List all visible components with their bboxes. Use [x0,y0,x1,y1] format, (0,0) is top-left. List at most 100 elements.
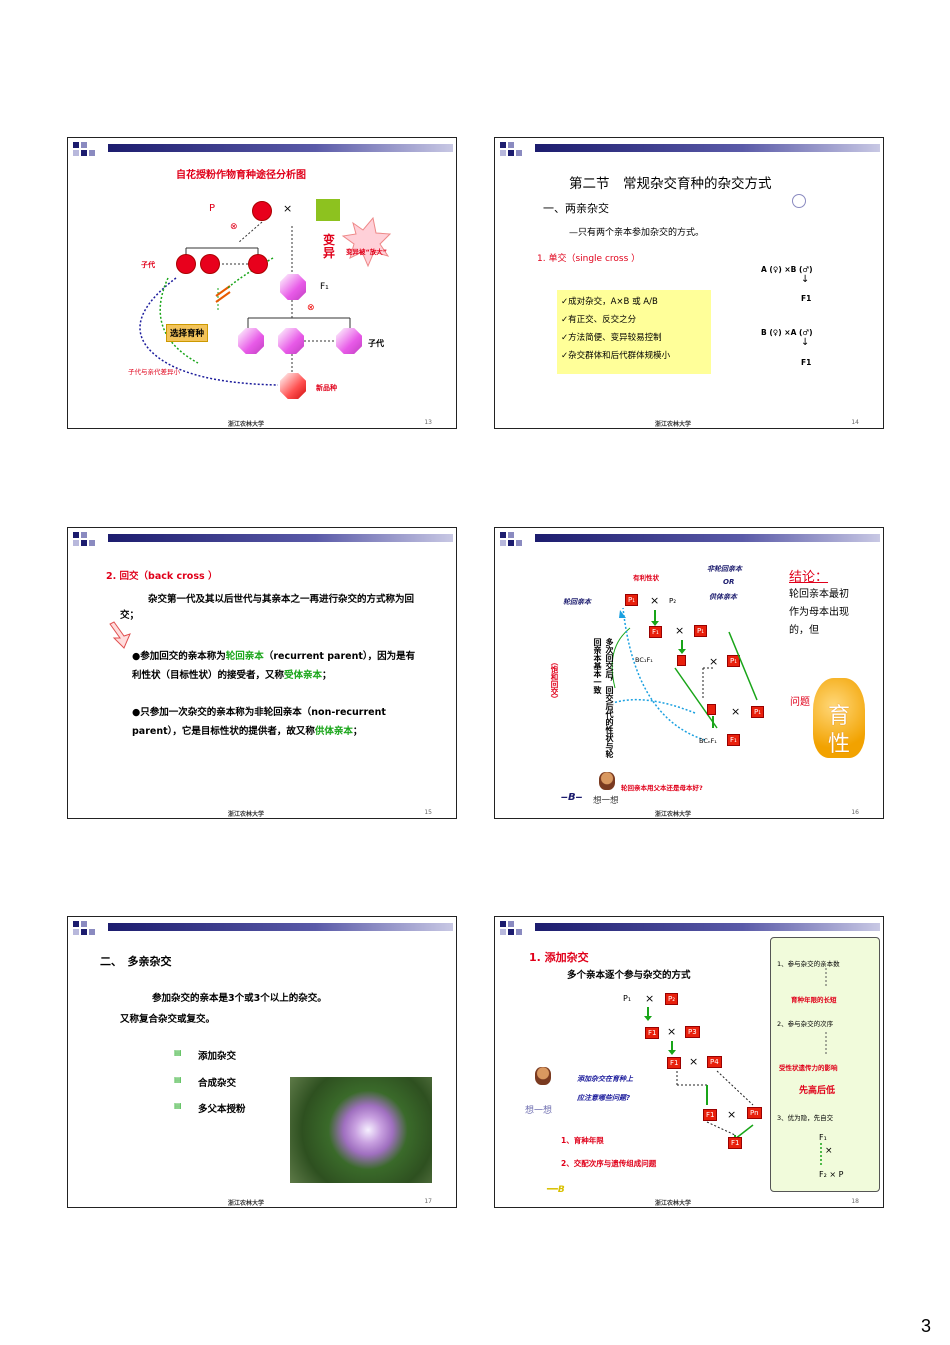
slide-header [495,138,883,162]
slide-number: 16 [851,809,859,816]
bcnf1-box: F₁ [727,734,740,746]
slide-title: 第二节 常规杂交育种的杂交方式 [569,176,772,192]
slide-14: 第二节 常规杂交育种的杂交方式 一、两亲杂交 —只有两个亲本参加杂交的方式。 1… [494,137,884,429]
big-char-2: 性 [828,732,851,757]
thinking-person-icon [599,772,615,790]
arrow-down: ↓ [801,274,810,285]
select-label: 选择育种 [166,324,209,342]
nonrec-label: 非轮回亲本 [707,565,742,573]
list-item: 合成杂交 [198,1078,237,1089]
b-logo-icon: ‒B‒ [561,792,583,803]
question-label: 问题 [790,697,810,708]
vertical-text: 多次回交后，回交后代的性状与轮回亲本基本一致 [593,638,614,758]
para-2: 又称复合杂交或复交。 [120,1014,216,1025]
bcnf1-label: BCₙF₁ [699,737,717,745]
vertical-red: （饱和回交） [550,658,559,703]
footer-university: 浙江农林大学 [228,1200,265,1207]
scroll-item-1: 1、参与杂交的亲本数 [777,960,840,968]
offspring-oct-3 [336,328,362,354]
cross-lines [676,1070,754,1140]
f1-b: F1 [801,358,812,367]
slide-number: 13 [424,419,432,426]
scroll-item-3: 2、参与杂交的次序 [777,1020,834,1028]
think-label: 想一想 [525,1106,553,1116]
single-cross: 1. 单交（single cross ） [537,254,641,264]
f1-a: F1 [801,294,812,303]
diff-small: 子代与亲代差异小 [128,368,180,376]
scroll-item-4: 受性状遗传力的影响 [779,1064,838,1072]
new-variety-icon [280,373,306,399]
slide-18: 1. 添加杂交 多个亲本逐个参与杂交的方式 P₁ × P₂ F1 × P3 F1… [494,916,884,1208]
arrow-down [651,610,659,626]
question-1: 添加杂交在育种上 [577,1075,633,1083]
list-bullet-icon: ▤ [174,1075,182,1084]
cross-symbol: × [727,1108,737,1121]
feature-item: ✓成对杂交，A×B 或 A/B [561,297,658,307]
cross-symbol: × [675,624,685,637]
slide-number: 18 [851,1198,859,1205]
question-2: 应注意哪些问题? [577,1094,631,1102]
footer-university: 浙江农林大学 [655,421,692,428]
p2-box: P₂ [665,993,679,1005]
conclusion-text: 轮回亲本最初作为母本出现的，但 [789,589,849,636]
definition: 杂交第一代及其以后世代与其亲本之一再进行杂交的方式称为回交； [120,594,415,621]
answer-2: 2、交配次序与遗传组成问题 [561,1159,657,1168]
slide-header [495,528,883,552]
f1-box: F1 [667,1057,682,1069]
bullet-recurrent: ●参加回交的亲本称为轮回亲本（recurrent parent），因为是有利性状… [132,651,416,681]
thinking-person-icon [535,1067,551,1085]
f1-box: F₁ [649,626,662,638]
parent-a [252,201,272,221]
p1-label: P₁ [623,994,632,1003]
scroll-item-5: 先高后低 [799,1086,836,1096]
feature-item: ✓有正交、反交之分 [561,315,637,325]
list-bullet-icon: ▤ [174,1101,182,1110]
f1-individual [280,274,306,300]
offspring-3 [248,254,268,274]
slide-16: 轮回亲本 有利性状 非轮回亲本 OR 供体亲本 P₁ × P₂ F₁ × P₁ … [494,527,884,819]
new-variety: 新品种 [316,384,337,392]
offspring-2 [200,254,220,274]
p-label: P [209,203,216,214]
features-box: ✓成对杂交，A×B 或 A/B ✓有正交、反交之分 ✓方法简便、变异较易控制 ✓… [557,290,711,374]
favorable-label: 有利性状 [633,574,659,582]
slide-17: 二、 多亲杂交 参加杂交的亲本是3个或3个以上的杂交。 又称复合杂交或复交。 ▤… [67,916,457,1208]
footer-university: 浙江农林大学 [655,811,692,818]
b-logo-icon: ━━B [547,1185,565,1195]
p2-label: P₂ [669,597,677,605]
feature-item: ✓方法简便、变异较易控制 [561,333,662,343]
self-symbol: ⊗ [230,222,238,232]
f1-box [707,704,716,715]
bullet-nonrecurrent: ●只参加一次杂交的亲本称为非轮回亲本（non-recurrent parent）… [132,707,386,737]
passion-flower-image [290,1077,432,1183]
scroll-cross: × [825,1146,833,1156]
circle-decoration [792,194,806,208]
arrow-icon [109,621,131,649]
offspring-oct-2 [278,328,304,354]
answer-1: 1、育种年限 [561,1136,604,1145]
list-item: 多父本授粉 [198,1104,246,1115]
para-1: 参加杂交的亲本是3个或3个以上的杂交。 [152,993,327,1004]
list-item: 添加杂交 [198,1051,237,1062]
conclusion-title: 结论： [789,570,829,585]
zidai-right: 子代 [368,339,384,348]
cross-symbol: × [689,1055,699,1068]
self-symbol-2: ⊗ [307,303,315,313]
offspring-oct-1 [238,328,264,354]
flow-lines [139,216,392,386]
slide-15: 2. 回交（back cross ） 杂交第一代及其以后世代与其亲本之一再进行杂… [67,527,457,819]
slide-number: 17 [424,1198,432,1205]
slide-header [495,917,883,941]
p3-box: P3 [685,1026,700,1038]
arrow-down [644,1007,652,1021]
cross-symbol: × [667,1025,677,1038]
p4-box: P4 [707,1056,722,1068]
zidai-left: 子代 [141,261,155,269]
scroll-f1: F₁ [819,1133,827,1142]
cross-symbol: × [731,705,741,718]
p1-box: P₁ [727,655,741,667]
big-char-1: 育 [828,704,851,729]
note-scroll: 1、参与杂交的亲本数 育种年限的长短 2、参与杂交的次序 受性状遗传力的影响 先… [770,937,880,1192]
slide-13: 自花授粉作物育种途径分析图 P × ⊗ 子代 F₁ ⊗ 变异 变异被“放大” 选… [67,137,457,429]
page-number: 3 [921,1316,932,1336]
